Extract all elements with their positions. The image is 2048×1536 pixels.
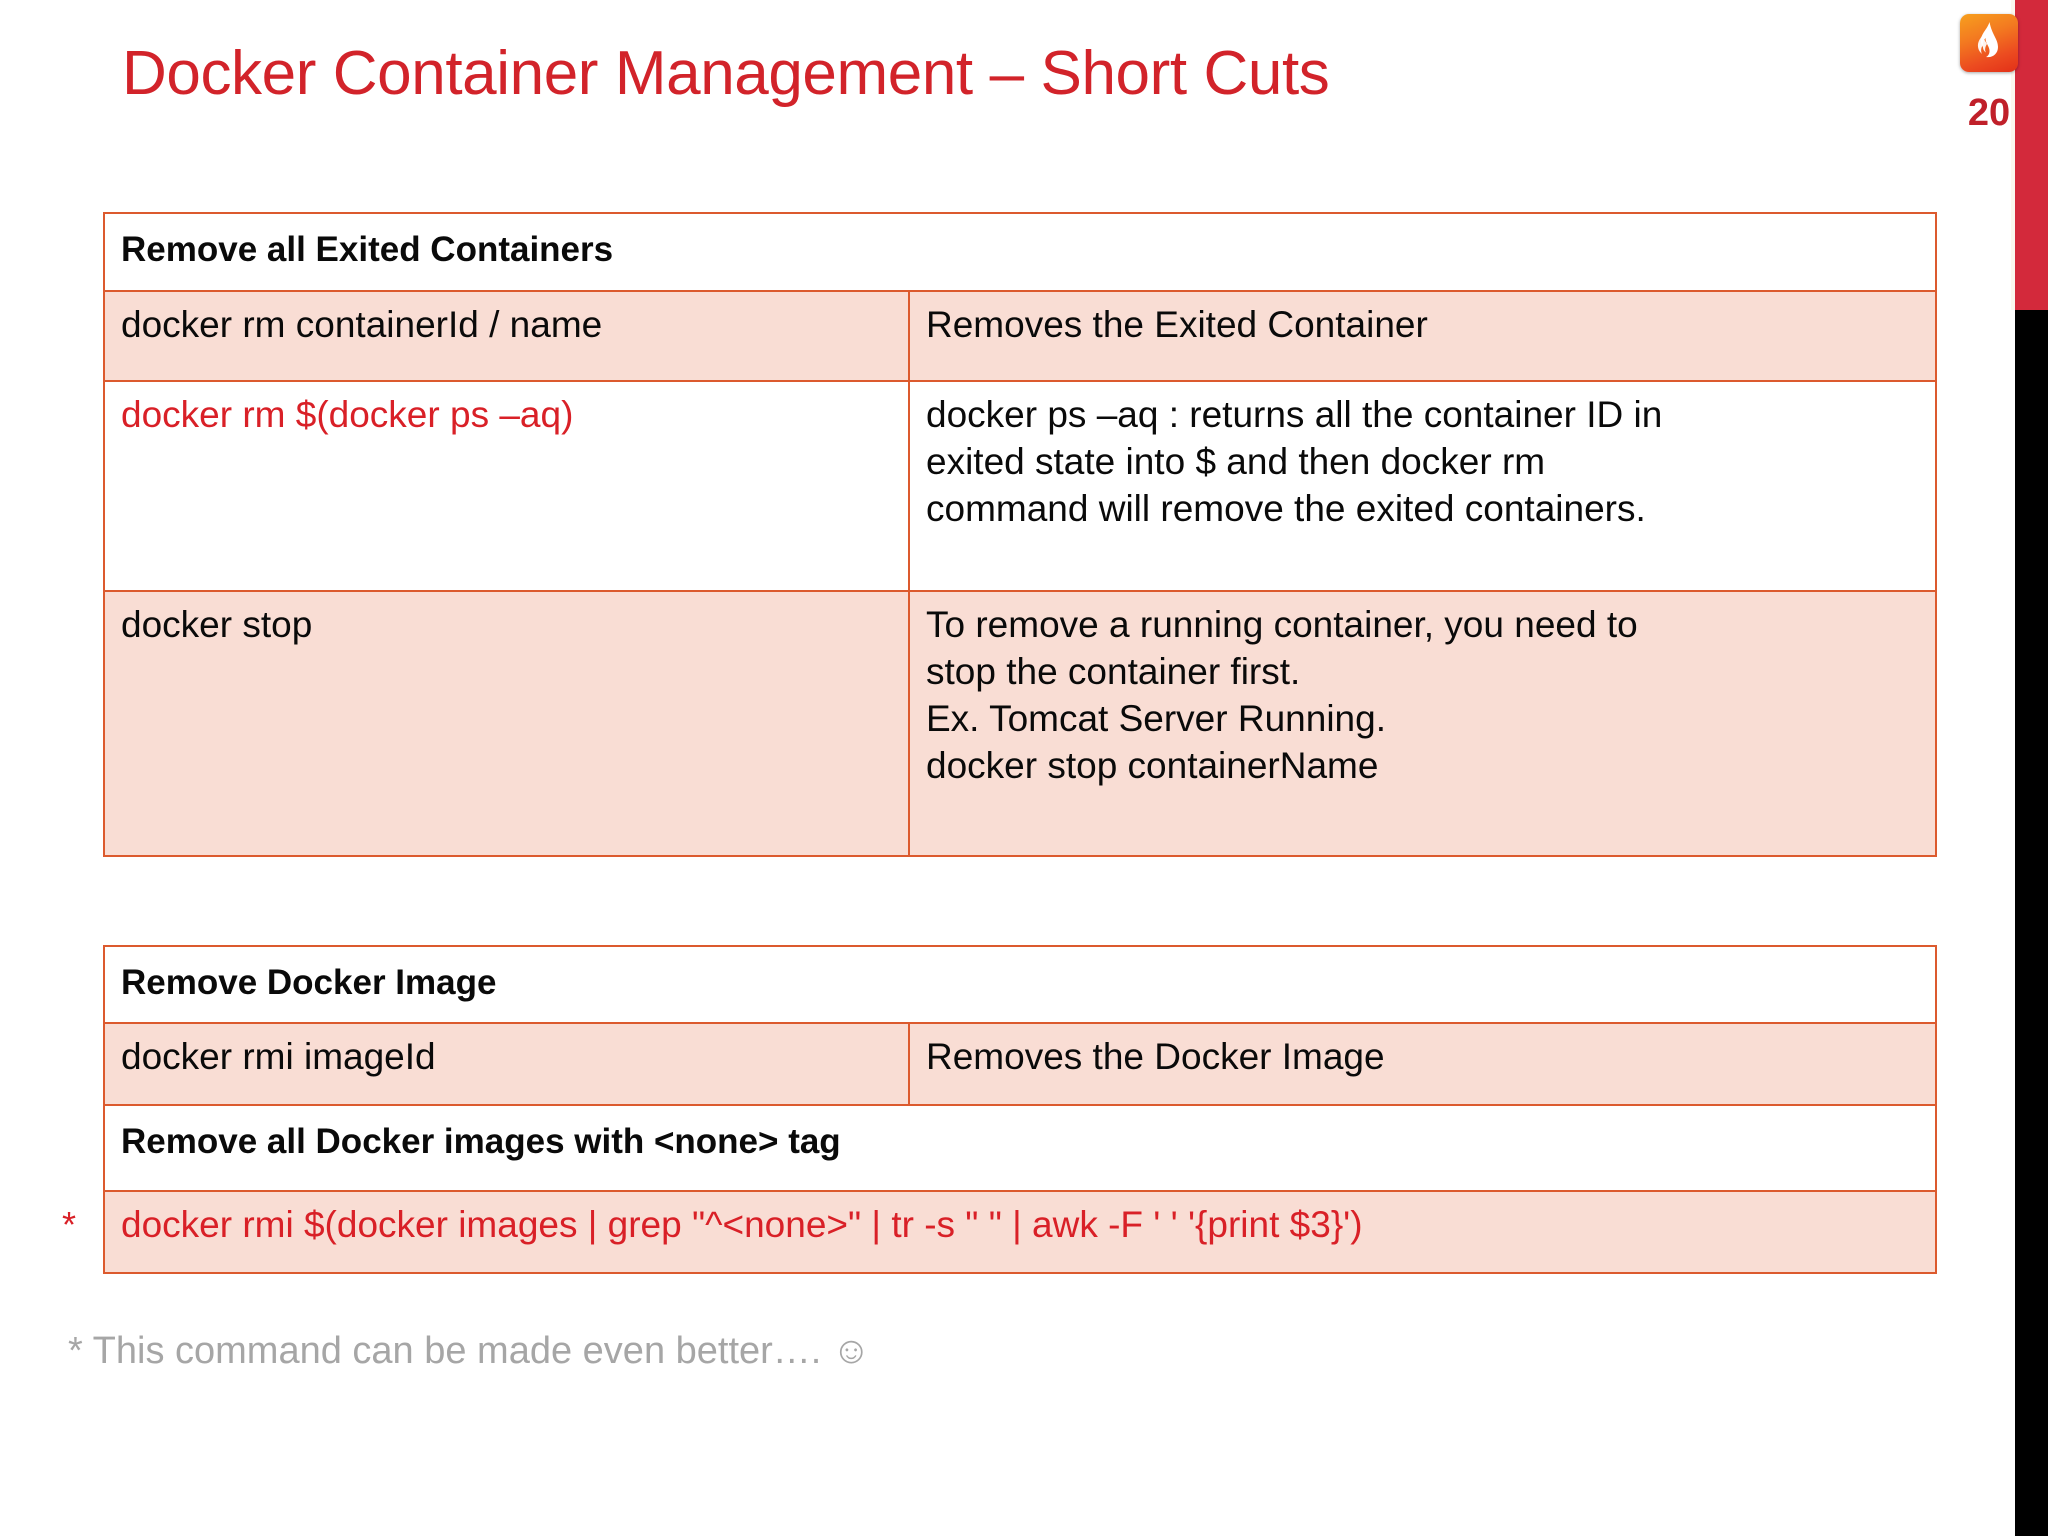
table-row: Remove all Exited Containers [102,212,1938,292]
footnote-text: * This command can be made even better…. [68,1330,832,1372]
table-remove-docker-image: Remove Docker Image docker rmi imageId R… [102,945,1938,1274]
table1-header: Remove all Exited Containers [102,212,1938,292]
table1-row0-command: docker rm containerId / name [103,290,910,382]
table-row: docker rm containerId / name Removes the… [103,290,1938,382]
table2-row0-description: Removes the Docker Image [907,1022,1938,1106]
table-row: Remove Docker Image [102,945,1938,1024]
table2-row0-command: docker rmi imageId [103,1022,910,1106]
desc-line: docker stop containerName [926,744,1379,786]
table-row: docker rm $(docker ps –aq) docker ps –aq… [103,380,1938,592]
asterisk-marker: * [62,1204,77,1245]
table1-row2-command: docker stop [103,590,910,857]
table1-row1-description: docker ps –aq : returns all the containe… [907,380,1938,592]
flame-logo-icon [1960,14,2018,72]
edge-gap-strip [2011,0,2015,310]
footnote: * This command can be made even better….… [68,1330,871,1373]
table1-row0-description: Removes the Exited Container [907,290,1938,382]
smiley-icon: ☺ [831,1330,871,1372]
table2-header: Remove Docker Image [102,945,1938,1024]
page-title: Docker Container Management – Short Cuts [122,39,1330,108]
desc-line: exited state into $ and then docker rm [926,440,1546,482]
desc-line: docker ps –aq : returns all the containe… [926,394,1663,435]
table-row: docker rmi $(docker images | grep "^<non… [102,1190,1938,1274]
table1-row1-command: docker rm $(docker ps –aq) [103,380,910,592]
page-number: 20 [1967,92,2011,134]
edge-bar-red [2015,0,2048,310]
desc-line: stop the container first. [926,650,1301,692]
table-row: Remove all Docker images with <none> tag [102,1104,1938,1192]
desc-line: To remove a running container, you need … [926,604,1638,645]
desc-line: command will remove the exited container… [926,487,1646,529]
table-row: docker stop To remove a running containe… [103,590,1938,857]
table-remove-exited-containers: Remove all Exited Containers docker rm c… [102,212,1938,857]
table1-row2-description: To remove a running container, you need … [907,590,1938,857]
table-row: docker rmi imageId Removes the Docker Im… [103,1022,1938,1106]
table2-row1-command: docker rmi $(docker images | grep "^<non… [102,1190,1938,1274]
desc-line: Ex. Tomcat Server Running. [926,697,1386,739]
table2-header-none-tag: Remove all Docker images with <none> tag [102,1104,1938,1192]
edge-bar-black [2015,310,2048,1536]
